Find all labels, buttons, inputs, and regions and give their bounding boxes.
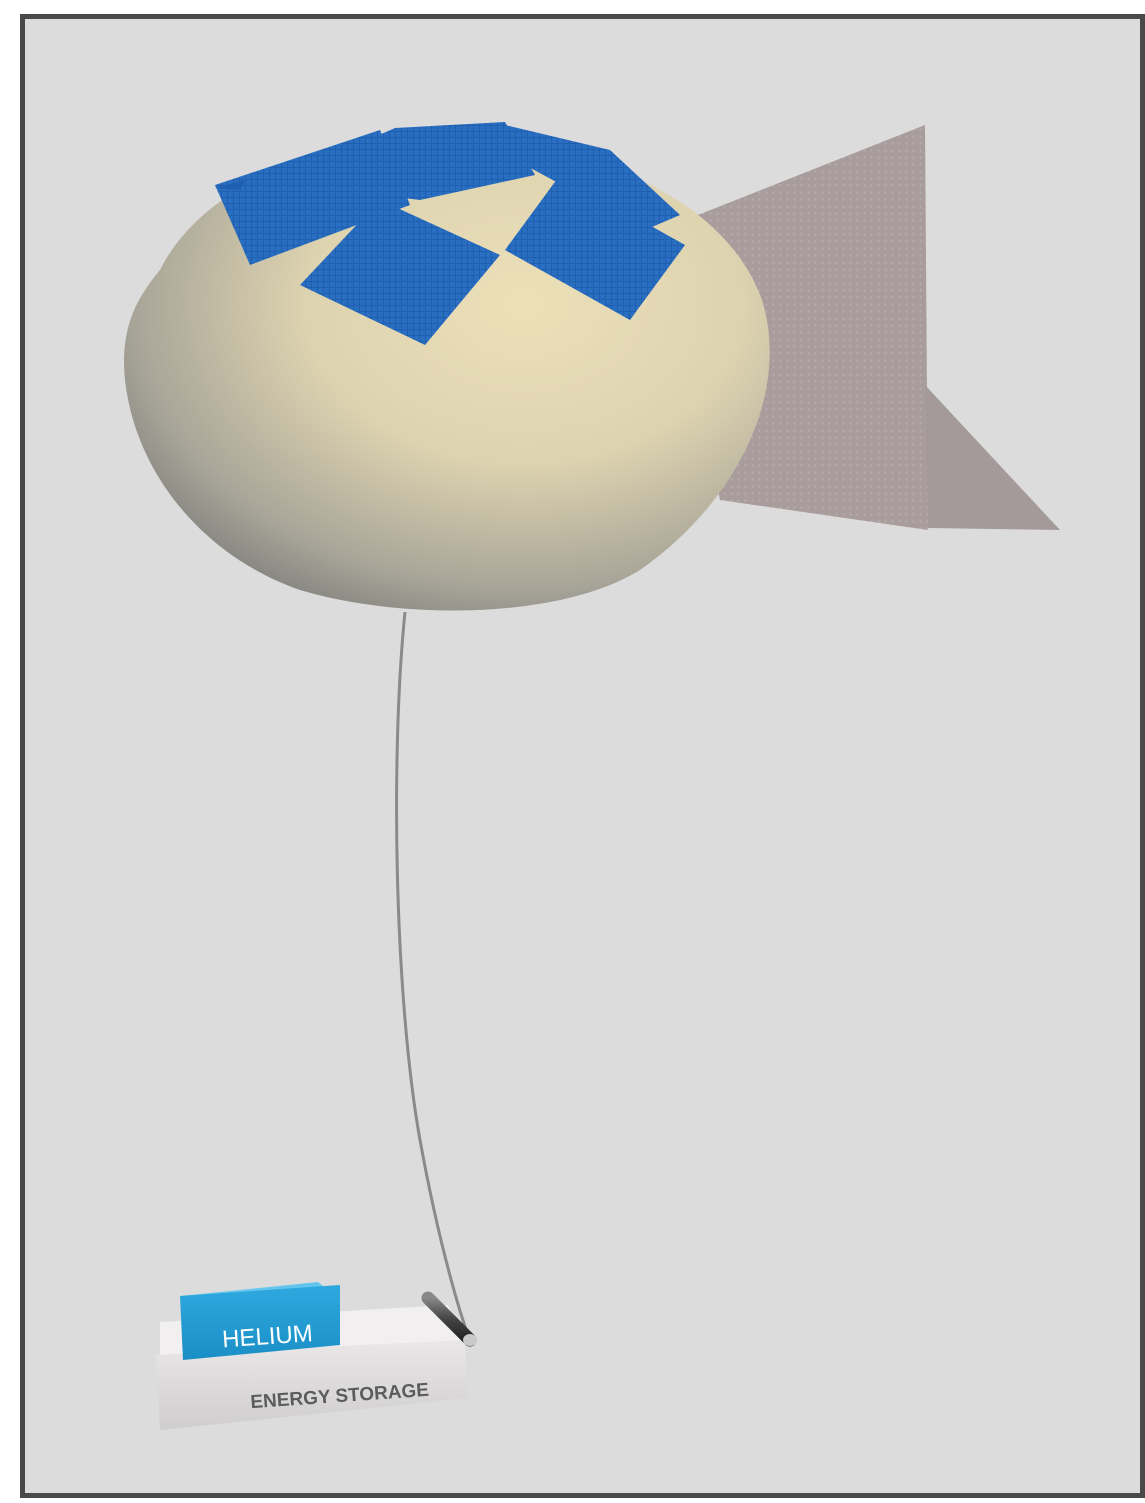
tail-sail-lower [925, 385, 1060, 530]
winch-cap [463, 1334, 477, 1346]
tether-cable [397, 612, 470, 1340]
